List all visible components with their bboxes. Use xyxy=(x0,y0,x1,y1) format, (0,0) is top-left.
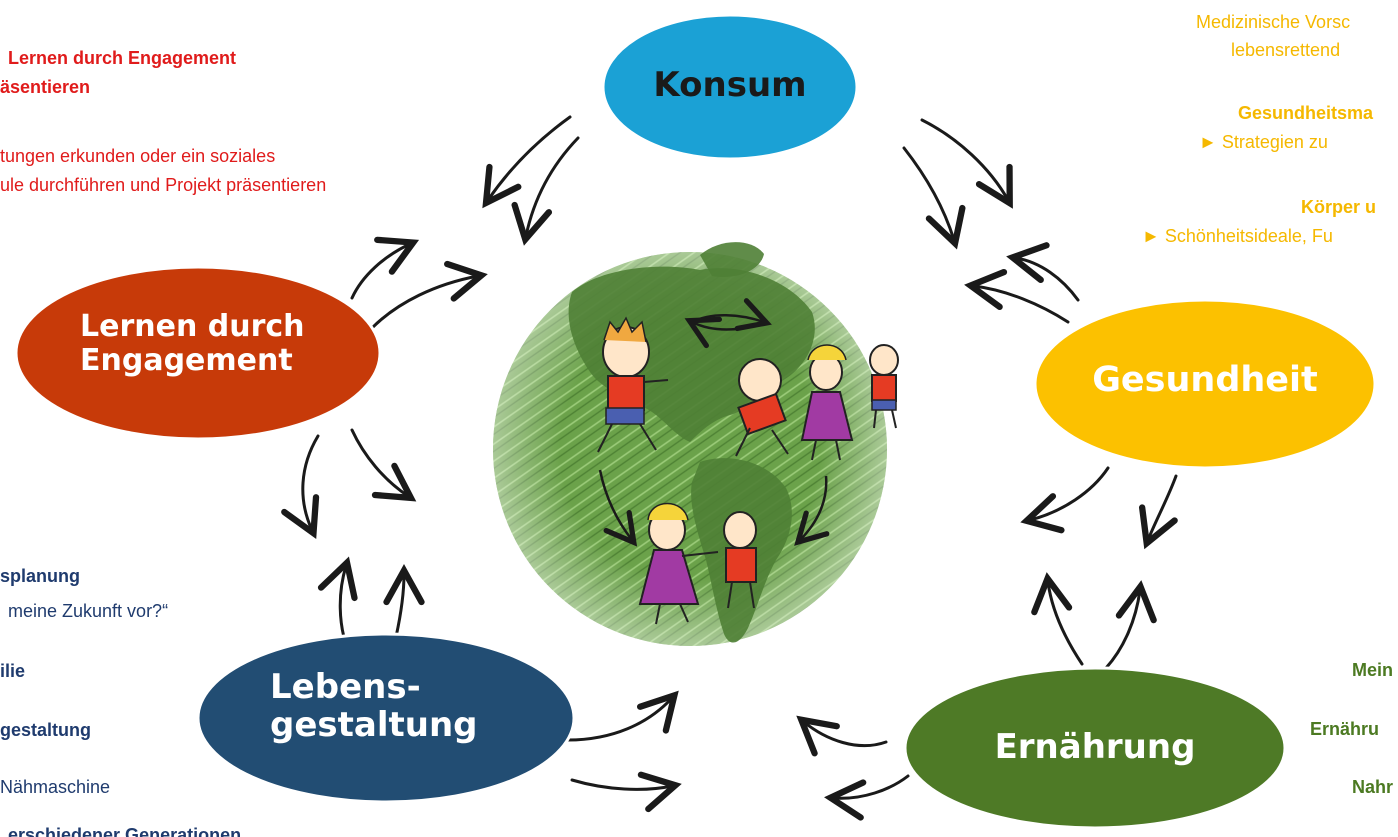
lernen-note-title-2: äsentieren xyxy=(0,77,91,97)
curved-arrow xyxy=(281,434,320,540)
curved-arrow xyxy=(964,268,1070,324)
ernaehrung-note-line-3: Nahr xyxy=(1352,777,1394,797)
ernaehrung-note-line-1: Mein xyxy=(1352,660,1394,680)
oval-ernaehrung-label: Ernährung xyxy=(994,727,1196,767)
globe-with-children-drawing xyxy=(493,242,899,646)
oval-lebensgestaltung-line-2: gestaltung xyxy=(270,705,478,746)
child-figure xyxy=(800,344,854,461)
curved-arrow xyxy=(824,774,910,821)
lernen-note-body-2: ule durchführen und Projekt präsentieren xyxy=(0,175,327,195)
curved-arrow xyxy=(350,236,420,300)
curved-arrow xyxy=(1104,580,1157,670)
curved-arrow xyxy=(598,469,638,547)
curved-arrow xyxy=(796,715,888,757)
lernen-note-body-1: tungen erkunden oder ein soziales xyxy=(0,146,276,166)
gesundheit-note-line-2: lebensrettend xyxy=(1231,40,1341,60)
curved-arrow xyxy=(566,690,679,742)
child-figure xyxy=(869,344,899,429)
child-figure xyxy=(723,511,757,609)
curved-arrow xyxy=(902,146,966,250)
curved-arrow xyxy=(370,260,488,330)
lernen-note-title-1: Lernen durch Engagement xyxy=(8,48,237,68)
curved-arrow xyxy=(1031,572,1084,666)
curved-arrow xyxy=(511,136,580,246)
curved-arrow xyxy=(920,118,1013,209)
gesundheit-note-bullet-2: ► Schönheitsideale, Fu xyxy=(1142,226,1333,246)
lebens-note-item-1-sub: meine Zukunft vor?“ xyxy=(8,601,169,621)
curved-arrow xyxy=(570,771,682,813)
curved-arrow xyxy=(684,316,765,349)
child-figure xyxy=(735,358,789,457)
child-figure xyxy=(638,502,719,625)
ernaehrung-note-line-2: Ernähru xyxy=(1310,719,1380,739)
oval-gesundheit xyxy=(1033,298,1377,470)
gesundheit-note-heading-2: Körper u xyxy=(1301,197,1377,217)
oval-konsum xyxy=(601,13,859,161)
oval-lernen-line-1: Lernen durch xyxy=(80,309,305,344)
gesundheit-note-heading-1: Gesundheitsma xyxy=(1238,103,1374,123)
gesundheit-note-bullet-1: ► Strategien zu xyxy=(1199,132,1328,152)
oval-lernen-line-2: Engagement xyxy=(80,342,293,378)
oval-lebensgestaltung-label: Lebens- gestaltung xyxy=(270,668,510,744)
oval-lernen-label: Lernen durch Engagement xyxy=(80,310,340,377)
child-figure xyxy=(597,316,669,453)
curved-arrow xyxy=(482,115,572,209)
gesundheit-note-line-1: Medizinische Vorsc xyxy=(1196,12,1351,32)
curved-arrow xyxy=(1139,474,1178,550)
curved-arrow xyxy=(350,428,417,502)
lebens-note-item-4: Nähmaschine xyxy=(0,777,111,797)
lebens-note-item-1: splanung xyxy=(0,566,80,586)
oval-lebensgestaltung xyxy=(196,632,576,804)
oval-ernaehrung xyxy=(903,666,1287,830)
oval-gesundheit-label: Gesundheit xyxy=(1092,360,1318,400)
curved-arrow xyxy=(794,475,830,546)
oval-lebensgestaltung-line-1: Lebens- xyxy=(270,667,421,707)
lebens-note-item-5: erschiedener Generationen xyxy=(8,825,242,837)
lebens-note-item-3: gestaltung xyxy=(0,720,92,740)
lebens-note-item-2: ilie xyxy=(0,661,26,681)
oval-konsum-label: Konsum xyxy=(653,65,807,105)
curved-arrow xyxy=(1006,242,1080,302)
oval-lernen xyxy=(14,265,382,441)
greenland-shape xyxy=(700,242,764,278)
curved-arrow xyxy=(1020,466,1110,534)
